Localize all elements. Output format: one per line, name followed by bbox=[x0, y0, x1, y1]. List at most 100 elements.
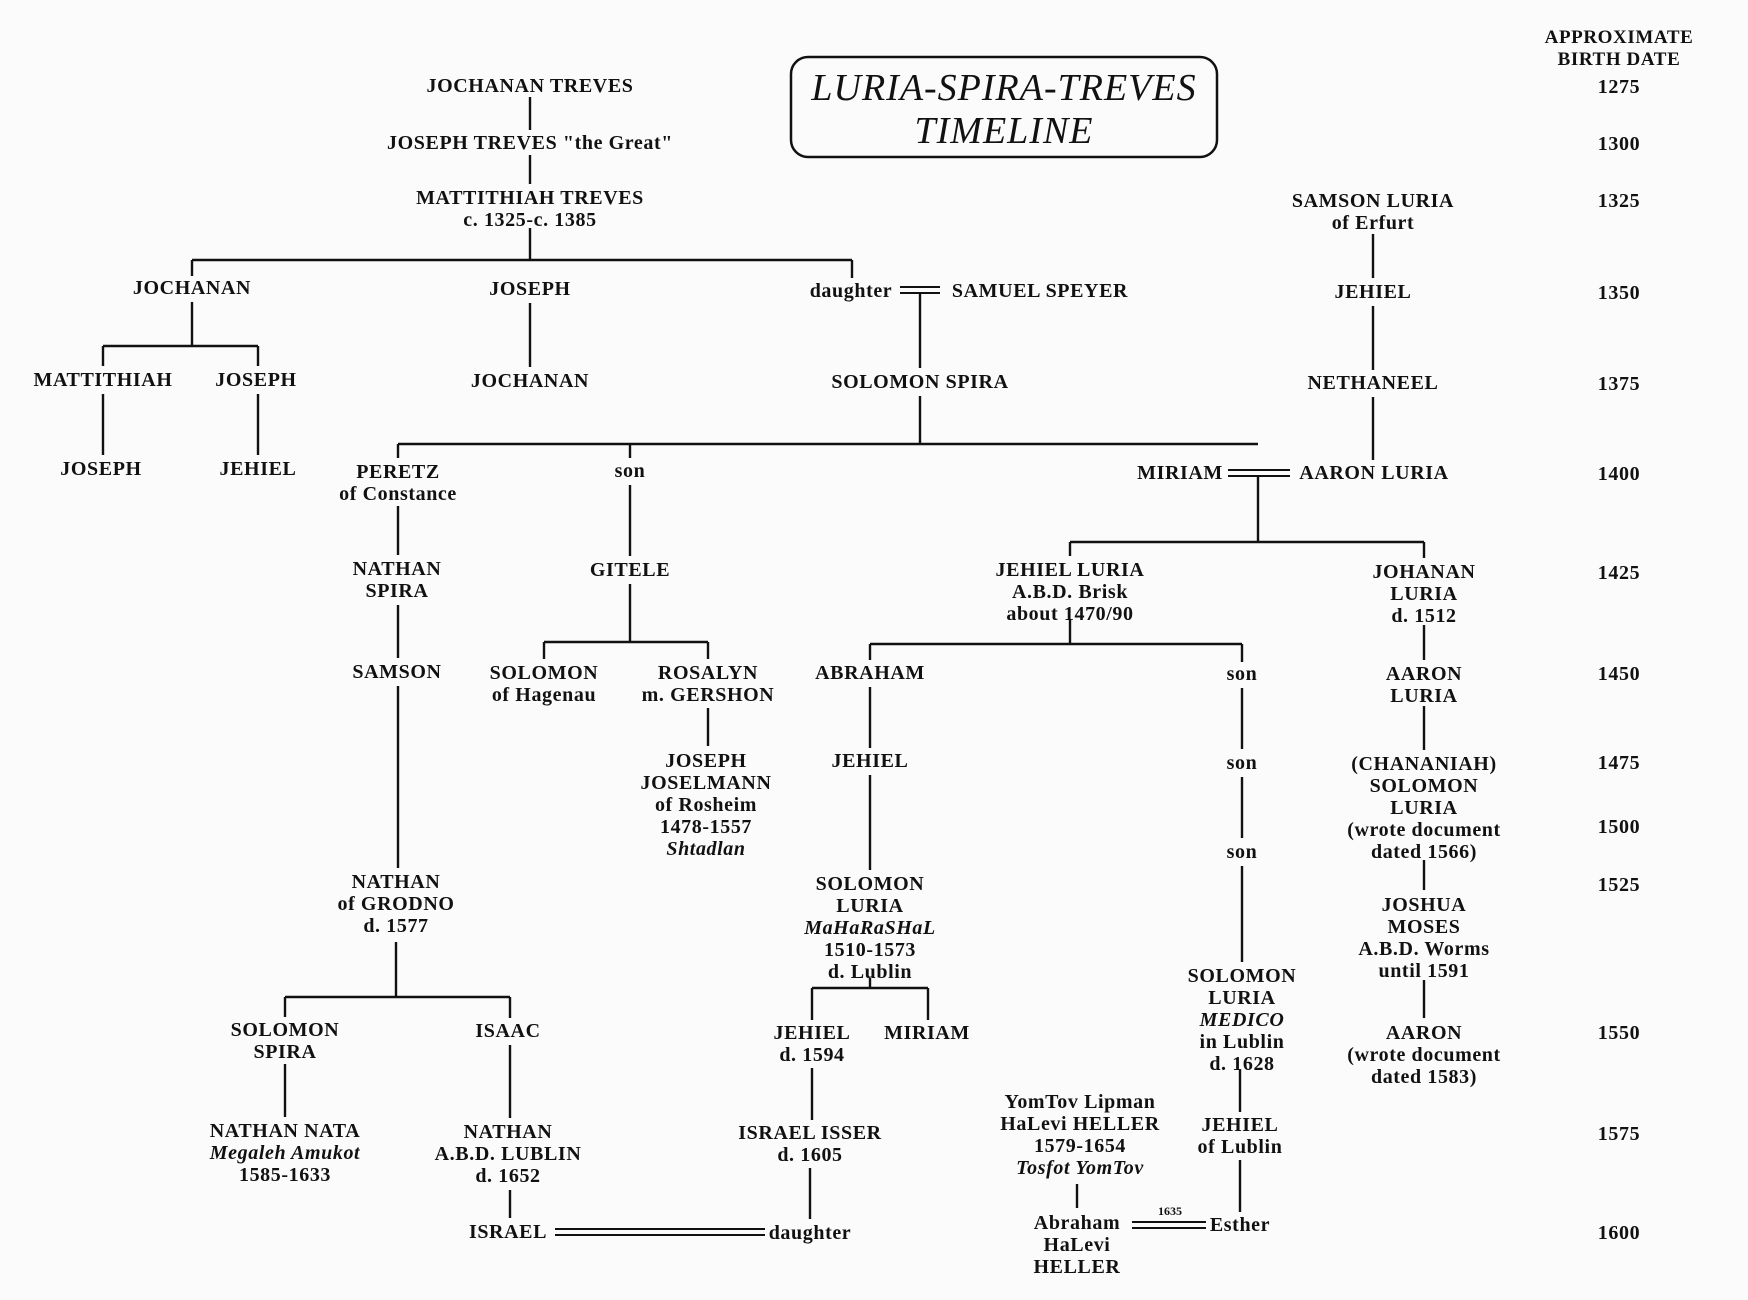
person-name-line: JOSEPH bbox=[60, 458, 141, 480]
connector-lines bbox=[101, 97, 1426, 1236]
person-jehiel-erfurt: JEHIEL bbox=[1335, 281, 1412, 303]
person-name-line: NATHAN NATA bbox=[210, 1120, 361, 1142]
person-name-line: Shtadlan bbox=[666, 838, 745, 860]
year-label: 1275 bbox=[1598, 76, 1640, 98]
person-daughter-2: daughter bbox=[769, 1222, 851, 1244]
person-name-line: d. 1512 bbox=[1391, 605, 1456, 627]
person-name-line: JOCHANAN bbox=[471, 370, 589, 392]
year-label: 1325 bbox=[1598, 190, 1640, 212]
person-name-line: JOCHANAN bbox=[133, 277, 251, 299]
year-label: 1575 bbox=[1598, 1123, 1640, 1145]
person-name-line: JEHIEL bbox=[1335, 281, 1412, 303]
person-name-line: son bbox=[615, 460, 646, 482]
person-name-line: JOHANAN bbox=[1372, 561, 1475, 583]
year-label: 1450 bbox=[1598, 663, 1640, 685]
person-name-line: HELLER bbox=[1034, 1256, 1121, 1278]
person-name-line: JEHIEL bbox=[220, 458, 297, 480]
title-box bbox=[789, 55, 1219, 159]
person-name-line: son bbox=[1227, 663, 1258, 685]
person-name-line: JOSHUA bbox=[1382, 894, 1467, 916]
person-name-line: of Rosheim bbox=[655, 794, 757, 816]
person-name-line: about 1470/90 bbox=[1006, 603, 1133, 625]
person-name-line: of Erfurt bbox=[1332, 212, 1415, 234]
person-joseph-treves: JOSEPH TREVES "the Great" bbox=[387, 132, 673, 154]
year-label: 1300 bbox=[1598, 133, 1640, 155]
person-name-line: JOCHANAN TREVES bbox=[427, 75, 634, 97]
person-name-line: LURIA bbox=[1390, 685, 1457, 707]
person-name-line: LURIA bbox=[836, 895, 903, 917]
person-name-line: until 1591 bbox=[1378, 960, 1469, 982]
person-name-line: (wrote document bbox=[1347, 1044, 1501, 1066]
person-miriam-1: MIRIAM bbox=[1137, 462, 1222, 484]
person-name-line: JEHIEL LURIA bbox=[996, 559, 1145, 581]
person-name-line: NATHAN bbox=[353, 558, 442, 580]
person-name-line: MIRIAM bbox=[884, 1022, 970, 1044]
person-name-line: SAMSON LURIA bbox=[1292, 190, 1454, 212]
person-name-line: Megaleh Amukot bbox=[209, 1142, 361, 1164]
person-aaron-luria-1: AARON LURIA bbox=[1299, 462, 1448, 484]
person-name-line: AARON LURIA bbox=[1299, 462, 1448, 484]
person-name-line: NATHAN bbox=[352, 871, 441, 893]
year-label: 1550 bbox=[1598, 1022, 1640, 1044]
person-isaac: ISAAC bbox=[475, 1020, 540, 1042]
person-name-line: d. 1628 bbox=[1209, 1053, 1274, 1075]
person-name-line: NETHANEEL bbox=[1308, 372, 1439, 394]
person-name-line: son bbox=[1227, 752, 1258, 774]
person-name-line: (wrote document bbox=[1347, 819, 1501, 841]
person-name-line: ISRAEL bbox=[469, 1221, 547, 1243]
person-name-line: AARON bbox=[1386, 663, 1462, 685]
year-label: 1500 bbox=[1598, 816, 1640, 838]
person-son-2: son bbox=[1227, 663, 1258, 685]
person-name-line: 1585-1633 bbox=[239, 1164, 331, 1186]
person-name-line: (CHANANIAH) bbox=[1351, 753, 1496, 775]
person-name-line: MATTITHIAH bbox=[34, 369, 173, 391]
year-label: 1525 bbox=[1598, 874, 1640, 896]
person-israel: ISRAEL bbox=[469, 1221, 547, 1243]
person-name-line: d. 1652 bbox=[475, 1165, 540, 1187]
person-name-line: SOLOMON bbox=[1188, 965, 1297, 987]
person-name-line: of Hagenau bbox=[492, 684, 596, 706]
year-label: 1375 bbox=[1598, 373, 1640, 395]
person-name-line: SOLOMON bbox=[816, 873, 925, 895]
person-mattithiah-2: MATTITHIAH bbox=[34, 369, 173, 391]
person-name-line: AARON bbox=[1386, 1022, 1462, 1044]
person-name-line: SOLOMON bbox=[1370, 775, 1479, 797]
person-name-line: JOSEPH bbox=[665, 750, 746, 772]
person-name-line: dated 1566) bbox=[1371, 841, 1477, 863]
person-solomon-spira-1: SOLOMON SPIRA bbox=[831, 371, 1008, 393]
year-label: 1425 bbox=[1598, 562, 1640, 584]
person-name-line: LURIA bbox=[1208, 987, 1275, 1009]
person-name-line: SOLOMON SPIRA bbox=[831, 371, 1008, 393]
person-esther: Esther bbox=[1210, 1214, 1270, 1236]
person-name-line: YomTov Lipman bbox=[1005, 1091, 1156, 1113]
person-joseph-3: JOSEPH bbox=[215, 369, 296, 391]
year-label: 1475 bbox=[1598, 752, 1640, 774]
chart-title-line2: TIMELINE bbox=[915, 110, 1094, 152]
person-name-line: dated 1583) bbox=[1371, 1066, 1477, 1088]
person-miriam-2: MIRIAM bbox=[884, 1022, 970, 1044]
marriage-year-label: 1635 bbox=[1158, 1204, 1182, 1218]
people-nodes: JOCHANAN TREVES JOSEPH TREVES "the Great"… bbox=[34, 75, 1501, 1278]
person-name-line: d. 1577 bbox=[363, 915, 428, 937]
person-daughter-1: daughter bbox=[810, 280, 892, 302]
person-name-line: JOSEPH TREVES "the Great" bbox=[387, 132, 673, 154]
